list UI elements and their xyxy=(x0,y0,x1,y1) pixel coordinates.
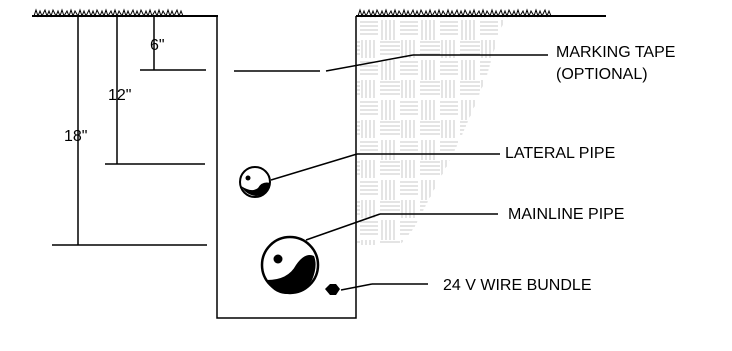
depth-label-12in: 12" xyxy=(108,87,131,104)
lateral-pipe-leader xyxy=(270,153,358,181)
soil-texture xyxy=(357,18,505,245)
wire-bundle-label: 24 V WIRE BUNDLE xyxy=(443,277,591,294)
marking-tape-leader xyxy=(325,54,414,72)
wire-bundle-leader xyxy=(340,283,373,291)
depth-label-18in: 18" xyxy=(64,128,87,145)
depth-label-6in: 6" xyxy=(150,37,165,54)
mainline-pipe-leader xyxy=(305,213,381,241)
trench-outline xyxy=(216,16,357,319)
marking-tape-label: MARKING TAPE xyxy=(556,44,675,61)
wire-bundle xyxy=(325,284,340,295)
ground-surface-left xyxy=(32,8,218,18)
marking-tape-optional-label: (OPTIONAL) xyxy=(556,66,648,83)
lateral-pipe-label: LATERAL PIPE xyxy=(505,145,615,162)
mainline-pipe-label: MAINLINE PIPE xyxy=(508,206,624,223)
mainline-pipe xyxy=(260,235,320,295)
depth-dimensions xyxy=(52,16,207,246)
ground-surface-right xyxy=(356,8,606,18)
lateral-pipe xyxy=(239,166,271,198)
